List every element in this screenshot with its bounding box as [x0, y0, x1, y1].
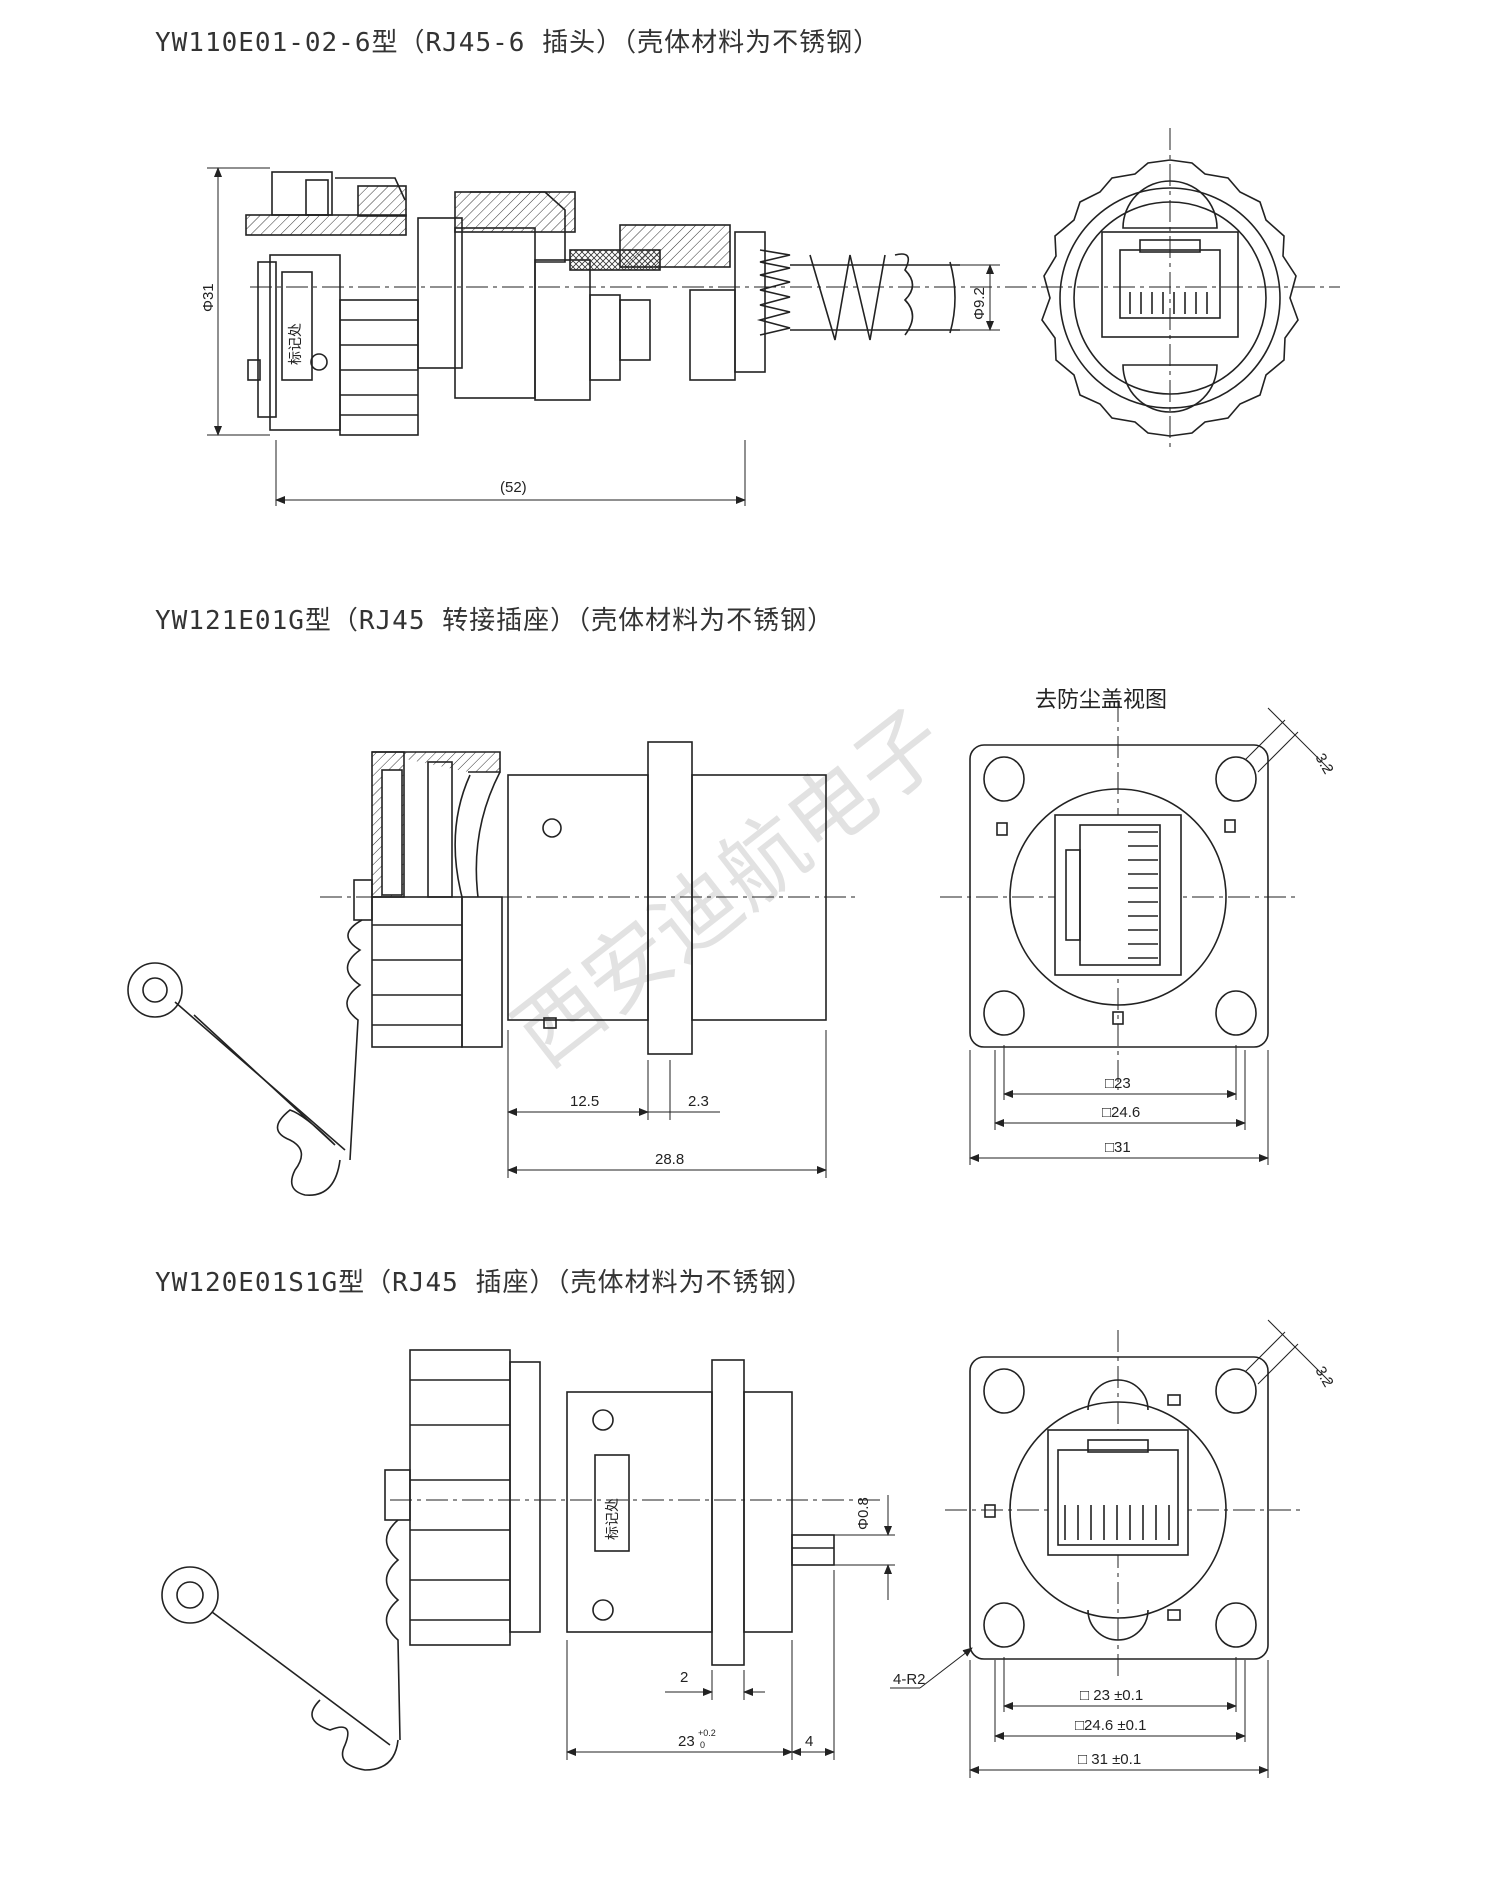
- adapter-side-view: [127, 741, 860, 1196]
- plug-end-view: [1005, 128, 1340, 450]
- s3-dim-4: 4: [805, 1733, 813, 1750]
- s2-dim-28-8: 28.8: [655, 1151, 684, 1168]
- s2-dim-sq23: □23: [1105, 1075, 1131, 1092]
- s2-dim-3-2: 3.2: [1312, 751, 1337, 778]
- plug-side-view: [207, 167, 1000, 506]
- s3-dim-2: 2: [680, 1669, 688, 1686]
- watermark: 西安迪航电子: [496, 690, 964, 1086]
- s2-dim-2-3: 2.3: [688, 1093, 709, 1110]
- s3-dim-23: 23: [678, 1733, 695, 1750]
- s3-dim-sq24-6: □24.6 ±0.1: [1075, 1717, 1147, 1734]
- s2-dim-sq31: □31: [1105, 1139, 1131, 1156]
- receptacle-side-view: [161, 1349, 895, 1771]
- adapter-contacts: [1128, 831, 1158, 959]
- s3-dim-sq31: □ 31 ±0.1: [1078, 1751, 1141, 1768]
- receptacle-front-view: [890, 1319, 1331, 1778]
- s1-marking-label: 标记处: [287, 323, 303, 365]
- s1-dim-len52: (52): [500, 479, 527, 496]
- section-1-title: YW110E01-02-6型（RJ45-6 插头）（壳体材料为不锈钢）: [155, 28, 881, 58]
- s1-dim-dia31: Φ31: [200, 283, 217, 312]
- section-2-title: YW121E01G型（RJ45 转接插座）（壳体材料为不锈钢）: [155, 606, 835, 636]
- s2-dim-sq24-6: □24.6: [1102, 1104, 1140, 1121]
- s2-dim-12-5: 12.5: [570, 1093, 599, 1110]
- s3-dim-sq23: □ 23 ±0.1: [1080, 1687, 1143, 1704]
- s3-dim-tol-upper: +0.2: [698, 1728, 716, 1738]
- s1-dim-dia9-2: Φ9.2: [971, 287, 988, 320]
- receptacle-contacts: [1064, 1505, 1170, 1540]
- adapter-front-view: [940, 700, 1331, 1165]
- s3-dim-r2: 4-R2: [893, 1671, 926, 1688]
- dust-cover-view-label: 去防尘盖视图: [1035, 688, 1167, 713]
- s3-dim-tol-lower: 0: [700, 1740, 705, 1750]
- plug-pins: [1129, 292, 1208, 314]
- section-3-title: YW120E01S1G型（RJ45 插座）（壳体材料为不锈钢）: [155, 1268, 814, 1298]
- s3-marking-label: 标记处: [604, 1498, 620, 1540]
- s3-dim-dia0-8: Φ0.8: [855, 1497, 872, 1530]
